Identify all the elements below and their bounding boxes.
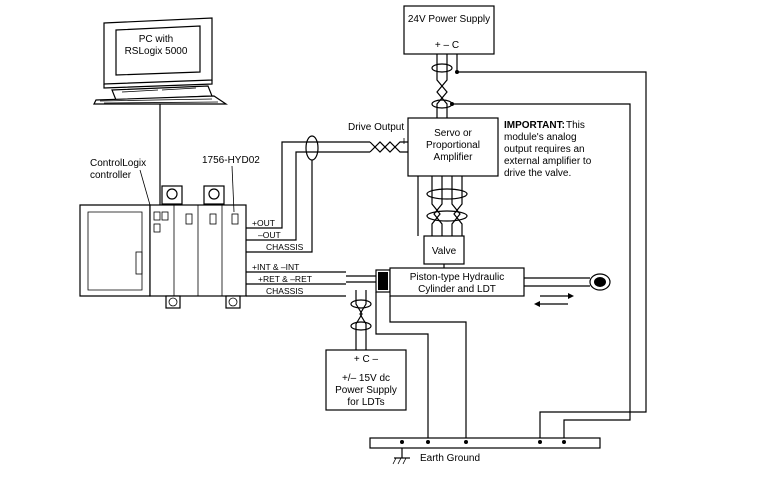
motion-arrows-icon xyxy=(534,293,574,307)
important-line5: drive the valve. xyxy=(504,168,571,179)
controller-label-line2: controller xyxy=(90,170,132,181)
wire-label-ret: +RET & –RET xyxy=(258,274,312,284)
power15-line1: +/– 15V dc xyxy=(342,373,390,384)
power24-common-wire xyxy=(456,54,647,438)
wire-label-out-plus: +OUT xyxy=(252,218,275,228)
drive-output-label: Drive Output xyxy=(348,122,404,133)
power24-terminals: + – C xyxy=(435,40,459,51)
valve-cable xyxy=(417,176,468,236)
power-supply-24v: 24V Power Supply + – C xyxy=(403,5,495,55)
power15-line2: Power Supply xyxy=(335,385,397,396)
valve-label: Valve xyxy=(432,246,457,257)
hydraulic-cylinder: Piston-type Hydraulic Cylinder and LDT xyxy=(375,267,611,297)
power15-terminals: + C – xyxy=(354,354,379,365)
power-supply-15v: + C – +/– 15V dc Power Supply for LDTs xyxy=(325,349,407,411)
important-line3: output requires an xyxy=(504,144,585,155)
pc-label-line2: RSLogix 5000 xyxy=(125,46,188,57)
drive-output-cable xyxy=(246,135,408,253)
pc-workstation: PC with RSLogix 5000 xyxy=(93,17,228,105)
cylinder-label-line2: Cylinder and LDT xyxy=(418,284,496,295)
amplifier-label-line3: Amplifier xyxy=(434,152,474,163)
wire-label-chassis-1: CHASSIS xyxy=(266,242,304,252)
amplifier-label-line1: Servo or xyxy=(434,128,472,139)
wire-label-out-minus: –OUT xyxy=(258,230,281,240)
important-label: IMPORTANT: xyxy=(504,120,565,131)
earth-ground-bar xyxy=(369,437,601,449)
amplifier-label-line2: Proportional xyxy=(426,140,480,151)
ldt-cable xyxy=(246,271,376,350)
ground-symbol-icon xyxy=(392,448,410,465)
module-label: 1756-HYD02 xyxy=(202,155,260,166)
power15-line3: for LDTs xyxy=(347,397,384,408)
controller-label-line1: ControlLogix xyxy=(90,158,146,169)
servo-amplifier: Servo or Proportional Amplifier xyxy=(407,117,499,177)
important-line2: module's analog xyxy=(504,132,577,143)
wire-label-int: +INT & –INT xyxy=(252,262,299,272)
important-line1: This xyxy=(566,120,585,131)
cylinder-label-line1: Piston-type Hydraulic xyxy=(410,272,504,283)
important-note: IMPORTANT: This module's analog output r… xyxy=(504,120,592,179)
pc-label-line1: PC with xyxy=(139,34,173,45)
earth-ground-label: Earth Ground xyxy=(420,453,480,464)
power24-title: 24V Power Supply xyxy=(408,14,490,25)
controllogix-chassis xyxy=(79,185,247,309)
wire-label-chassis-2: CHASSIS xyxy=(266,286,304,296)
important-line4: external amplifier to xyxy=(504,156,592,167)
valve: Valve xyxy=(423,235,465,265)
